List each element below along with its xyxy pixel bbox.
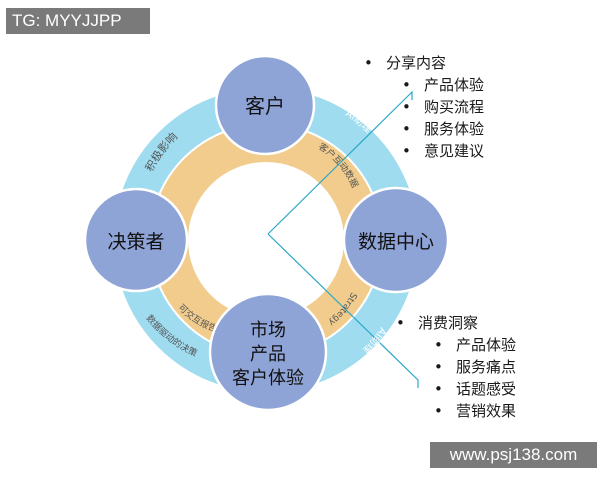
node-data-center: 数据中心 xyxy=(342,186,450,294)
share-content-list: 分享内容 产品体验 购买流程 服务体验 意见建议 xyxy=(362,52,484,162)
list-item: 服务体验 xyxy=(362,118,484,140)
list-item: 服务痛点 xyxy=(394,356,516,378)
list-item: 话题感受 xyxy=(394,378,516,400)
node-decision-maker: 决策者 xyxy=(83,187,189,293)
watermark-top: TG: MYYJJPP xyxy=(6,8,150,34)
share-content-title: 分享内容 xyxy=(362,52,484,74)
list-item: 营销效果 xyxy=(394,400,516,422)
list-item: 意见建议 xyxy=(362,140,484,162)
node-data-center-label: 数据中心 xyxy=(358,231,434,253)
consumer-insight-title: 消费洞察 xyxy=(394,312,516,334)
node-market-line-3: 客户体验 xyxy=(232,368,304,389)
node-market-line-2: 产品 xyxy=(250,344,286,365)
node-market-line-1: 市场 xyxy=(250,320,286,341)
node-customer-label: 客户 xyxy=(245,94,285,118)
node-decision-maker-label: 决策者 xyxy=(107,231,164,253)
consumer-insight-list: 消费洞察 产品体验 服务痛点 话题感受 营销效果 xyxy=(394,312,516,422)
list-item: 产品体验 xyxy=(394,334,516,356)
node-market: 市场 产品 客户体验 xyxy=(208,292,328,412)
watermark-bottom: www.psj138.com xyxy=(430,442,597,468)
list-item: 产品体验 xyxy=(362,74,484,96)
list-item: 购买流程 xyxy=(362,96,484,118)
node-customer: 客户 xyxy=(214,54,316,156)
